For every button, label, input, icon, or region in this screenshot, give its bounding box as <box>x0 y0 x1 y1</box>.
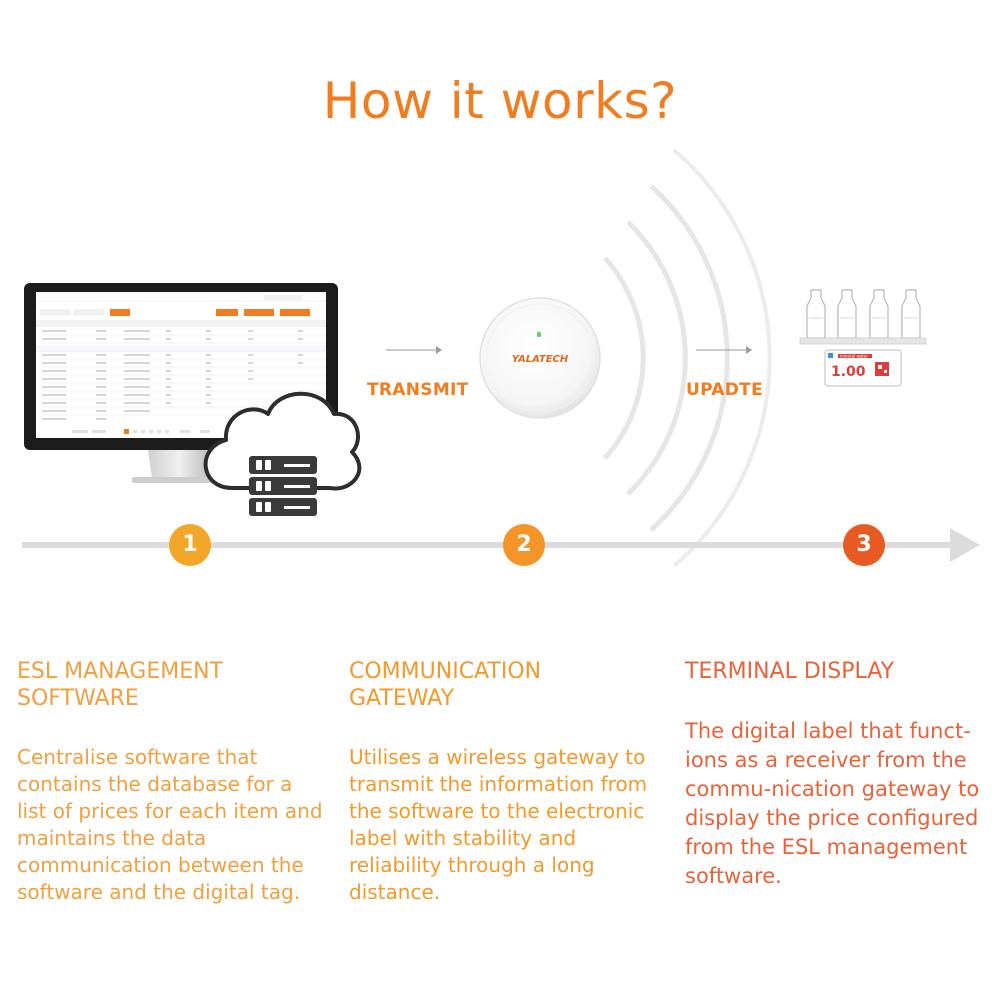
timeline-arrow <box>22 528 980 562</box>
description-line: distance. <box>349 880 441 904</box>
description-line: list of prices for each item and <box>17 799 323 823</box>
description-line: contains the database for a <box>17 772 293 796</box>
step-1-description: Centralise software that contains the da… <box>17 744 337 906</box>
step-1-heading: ESL MANAGEMENT SOFTWARE <box>17 658 337 712</box>
gateway-device-icon: YALATECH <box>479 297 601 419</box>
description-line: reliability through a long <box>349 853 595 877</box>
step-3-heading: TERMINAL DISPLAY <box>685 659 895 684</box>
page-title: How it works? <box>322 72 678 130</box>
description-line: transmit the information from <box>349 772 648 796</box>
shelf-bottles-icon <box>799 289 927 345</box>
step-2-heading-line: COMMUNICATION <box>349 659 542 684</box>
description-line: software and the digital tag. <box>17 880 301 904</box>
description-line: software. <box>685 864 782 888</box>
step-1-badge: 1 <box>169 524 211 566</box>
description-line: ions as a receiver from the <box>685 748 967 772</box>
tag-price-text: 1.00 <box>831 364 866 380</box>
step-2-heading-line: GATEWAY <box>349 686 455 711</box>
step-2-heading: COMMUNICATION GATEWAY <box>349 658 669 712</box>
update-arrow-icon <box>696 346 752 354</box>
step-1-heading-line: ESL MANAGEMENT <box>17 659 223 684</box>
description-line: maintains the data <box>17 826 207 850</box>
description-line: communication between the <box>17 853 304 877</box>
step-1-heading-line: SOFTWARE <box>17 686 139 711</box>
update-label: UPADTE <box>686 380 763 400</box>
step-3-description: The digital label that funct- ions as a … <box>685 717 995 891</box>
description-line: the software to the electronic <box>349 799 645 823</box>
description-line: The digital label that funct- <box>685 719 971 743</box>
description-line: commu-nication gateway to <box>685 777 980 801</box>
step-3-text-block: TERMINAL DISPLAY The digital label that … <box>685 658 995 891</box>
step-2-text-block: COMMUNICATION GATEWAY Utilises a wireles… <box>349 658 669 906</box>
transmit-label: TRANSMIT <box>367 380 469 400</box>
step-1-text-block: ESL MANAGEMENT SOFTWARE Centralise softw… <box>17 658 337 906</box>
flow-illustration: YALATECH mineral water 1.00 <box>22 148 980 568</box>
gateway-brand-label: YALATECH <box>512 354 569 365</box>
description-line: Centralise software that <box>17 745 258 769</box>
esl-price-tag-icon: mineral water 1.00 <box>824 349 902 387</box>
tag-product-text: mineral water <box>840 354 868 359</box>
step-2-description: Utilises a wireless gateway to transmit … <box>349 744 669 906</box>
description-line: from the ESL management <box>685 835 968 859</box>
description-line: label with stability and <box>349 826 577 850</box>
step-3-badge: 3 <box>843 524 885 566</box>
cloud-server-icon <box>203 391 362 516</box>
wireless-waves-icon <box>603 148 772 568</box>
step-2-badge: 2 <box>503 524 545 566</box>
transmit-arrow-icon <box>386 346 442 354</box>
description-line: Utilises a wireless gateway to <box>349 745 646 769</box>
description-line: display the price configured <box>685 806 979 830</box>
